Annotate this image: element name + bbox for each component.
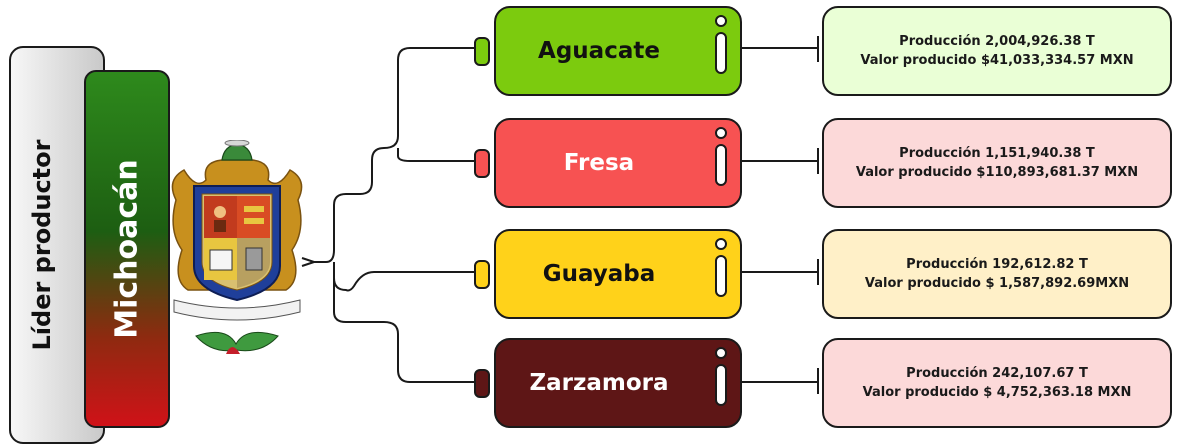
info-dot-icon — [715, 127, 727, 139]
value-text: Valor producido $41,033,334.57 MXN — [860, 53, 1134, 68]
production-text: Producción 242,107.67 T — [906, 366, 1088, 381]
state-panel: Michoacán — [84, 70, 170, 428]
crop-name: Guayaba — [542, 261, 656, 287]
crop-name: Fresa — [563, 150, 635, 176]
info-bar-icon — [715, 144, 727, 186]
stat-card-zarzamora: Producción 242,107.67 T Valor producido $… — [822, 338, 1172, 428]
value-text: Valor producido $110,893,681.37 MXN — [855, 165, 1139, 180]
connector-end-tick — [817, 148, 819, 174]
info-dot-icon — [715, 15, 727, 27]
crop-card-zarzamora: Zarzamora — [494, 338, 742, 428]
connector-end-tick — [817, 259, 819, 285]
info-bar-icon — [715, 32, 727, 74]
stat-card-fresa: Producción 1,151,940.38 T Valor producido… — [822, 118, 1172, 208]
production-text: Producción 2,004,926.38 T — [899, 34, 1095, 49]
info-bar-icon — [715, 255, 727, 297]
coat-of-arms-icon — [171, 140, 303, 354]
connector-tab-guayaba — [474, 260, 490, 289]
info-dot-icon — [715, 238, 727, 250]
info-bar-icon — [715, 364, 727, 406]
value-text: Valor producido $ 1,587,892.69MXN — [864, 276, 1130, 291]
crop-card-aguacate: Aguacate — [494, 6, 742, 96]
crop-card-guayaba: Guayaba — [494, 229, 742, 319]
info-dot-icon — [715, 347, 727, 359]
connector-tab-fresa — [474, 149, 490, 178]
crop-card-fresa: Fresa — [494, 118, 742, 208]
stat-card-aguacate: Producción 2,004,926.38 T Valor producido… — [822, 6, 1172, 96]
connector-tab-aguacate — [474, 37, 490, 66]
stat-card-guayaba: Producción 192,612.82 T Valor producido $… — [822, 229, 1172, 319]
crop-name: Zarzamora — [529, 370, 669, 396]
production-text: Producción 1,151,940.38 T — [899, 146, 1095, 161]
crop-name: Aguacate — [538, 38, 660, 64]
connector-end-tick — [817, 368, 819, 394]
connector-tab-zarzamora — [474, 369, 490, 398]
connector-end-tick — [817, 36, 819, 62]
value-text: Valor producido $ 4,752,363.18 MXN — [862, 385, 1132, 400]
production-text: Producción 192,612.82 T — [906, 257, 1088, 272]
